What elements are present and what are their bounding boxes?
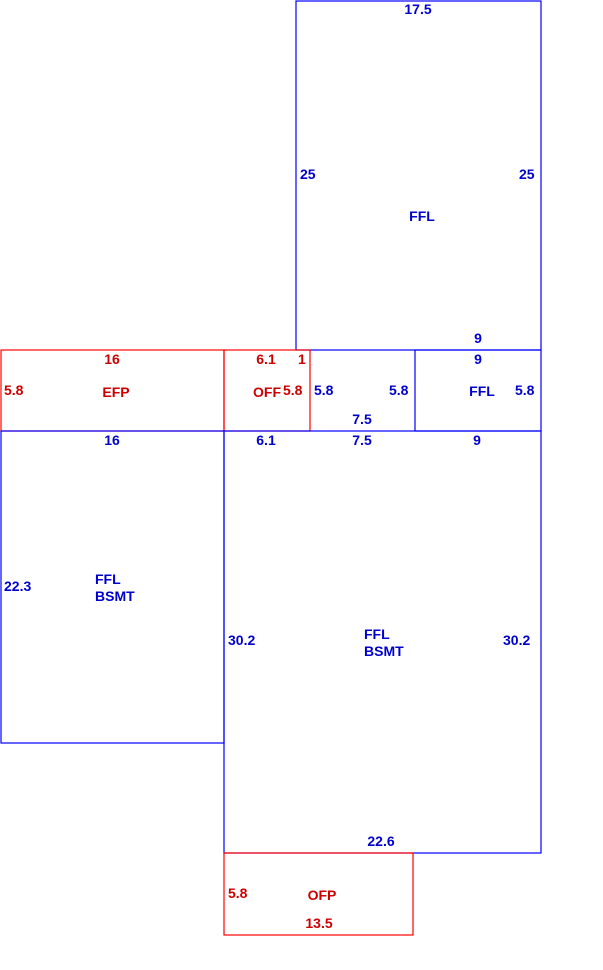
small-ffl-right-dim: 5.8 [515, 382, 535, 398]
right-bsmt-left-dim: 30.2 [228, 632, 255, 648]
right-bsmt-area: 6.1 7.5 9 30.2 FFL BSMT 30.2 22.6 [223, 430, 542, 854]
small-ffl-top-dim: 9 [474, 351, 482, 367]
left-bsmt-outline [0, 430, 225, 744]
upper-ffl-left-dim: 25 [300, 166, 316, 182]
efp-left-dim: 5.8 [4, 382, 24, 398]
right-bsmt-top-dim-c: 9 [473, 432, 481, 448]
efp-label: EFP [102, 384, 129, 400]
efp-area: 16 5.8 EFP [0, 349, 225, 432]
ofp-outline [223, 852, 414, 936]
left-bsmt-top-dim: 16 [104, 432, 120, 448]
upper-ffl-top-dim: 17.5 [404, 1, 431, 17]
upper-ffl-area: 17.5 25 25 FFL 9 [295, 0, 542, 351]
upper-ffl-right-dim: 25 [519, 166, 535, 182]
ofp-left-dim: 5.8 [228, 885, 248, 901]
upper-ffl-outline [295, 0, 542, 351]
right-bsmt-label-2: BSMT [364, 643, 404, 659]
right-bsmt-bottom-dim: 22.6 [367, 833, 394, 849]
small-ffl-label: FFL [469, 383, 495, 399]
off-top-dim: 6.1 [256, 351, 276, 367]
left-bsmt-label-1: FFL [95, 571, 121, 587]
right-bsmt-top-dim-b: 7.5 [352, 432, 372, 448]
connector-bottom-dim: 7.5 [352, 411, 372, 427]
upper-ffl-bottom-dim: 9 [474, 330, 482, 346]
small-ffl-left-dim: 5.8 [389, 382, 409, 398]
upper-ffl-label: FFL [409, 208, 435, 224]
off-area: 6.1 1 OFF 5.8 [223, 349, 311, 432]
right-bsmt-label-1: FFL [364, 626, 390, 642]
efp-top-dim: 16 [104, 351, 120, 367]
ofp-bottom-dim: 13.5 [305, 915, 332, 931]
connector-left-dim: 5.8 [314, 382, 334, 398]
off-side-dim: 1 [298, 351, 306, 367]
right-bsmt-right-dim: 30.2 [503, 632, 530, 648]
left-bsmt-area: 16 22.3 FFL BSMT [0, 430, 225, 744]
left-bsmt-left-dim: 22.3 [4, 578, 31, 594]
left-bsmt-label-2: BSMT [95, 588, 135, 604]
right-bsmt-top-dim-a: 6.1 [256, 432, 276, 448]
ofp-label: OFP [308, 887, 337, 903]
off-right-dim: 5.8 [283, 382, 303, 398]
connector-area: 5.8 7.5 [314, 382, 372, 427]
right-bsmt-outline [223, 430, 542, 854]
ofp-area: 5.8 OFP 13.5 [223, 852, 414, 936]
off-label: OFF [253, 384, 281, 400]
small-ffl-area: 9 5.8 FFL 5.8 [389, 349, 542, 432]
